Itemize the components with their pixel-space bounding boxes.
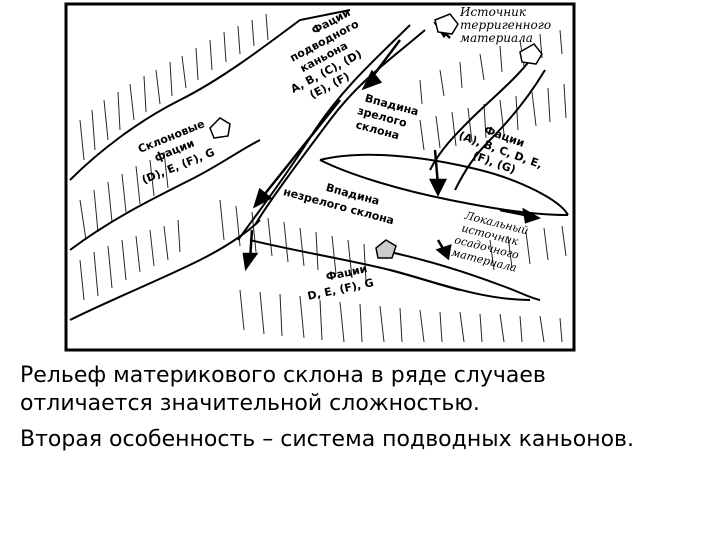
text-line-canyons: Вторая особенность – система подводных к… — [20, 426, 680, 454]
slide-text: Рельеф материкового склона в ряде случае… — [20, 362, 680, 462]
svg-text:терригенного: терригенного — [460, 18, 551, 32]
svg-text:Источник: Источник — [459, 5, 527, 19]
text-line-relief: Рельеф материкового склона в ряде случае… — [20, 362, 680, 418]
svg-text:материала: материала — [460, 31, 533, 45]
slope-relief-diagram: Источник терригенного материала Фации по… — [60, 0, 580, 352]
